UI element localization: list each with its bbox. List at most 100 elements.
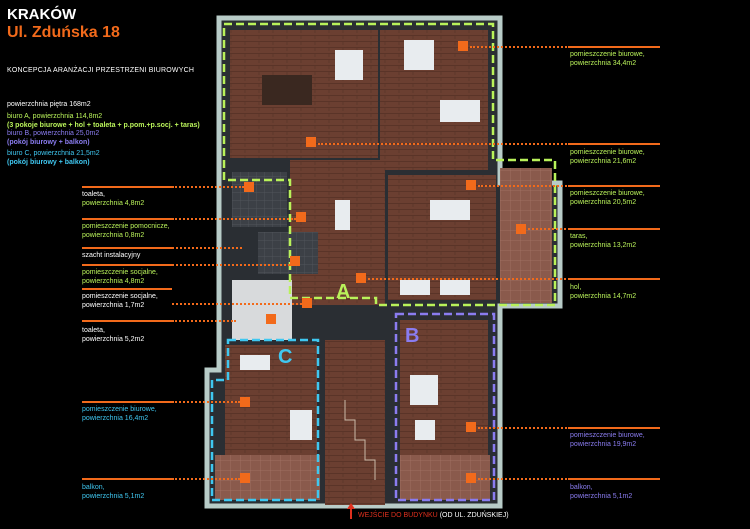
- label-line2: powierzchnia 4,8m2: [82, 199, 145, 207]
- label-line2: powierzchnia 19,9m2: [570, 440, 637, 448]
- label-social-room-1-7: pomieszczenie socjalne, powierzchnia 1,7…: [82, 293, 158, 310]
- office-a-line2: (3 pokoje biurowe + hol + toaleta + p.po…: [7, 121, 200, 129]
- concept-subtitle: KONCEPCJA ARANŻACJI PRZESTRZENI BIUROWYC…: [7, 67, 195, 74]
- label-bar: [82, 218, 172, 220]
- marker: [244, 182, 254, 192]
- marker: [458, 41, 468, 51]
- label-line1: taras,: [570, 233, 588, 240]
- leader-line: [478, 185, 570, 187]
- label-line1: pomieszczenie biurowe,: [570, 149, 645, 156]
- label-office-34-4: pomieszczenie biurowe, powierzchnia 34,4…: [570, 51, 645, 68]
- street-text: (OD UL. ZDUŃSKIEJ): [439, 512, 509, 519]
- leader-line: [470, 46, 570, 48]
- leader-line: [478, 427, 570, 429]
- label-line1: pomieszczenie biurowe,: [570, 190, 645, 197]
- label-office-16-4: pomieszczenie biurowe, powierzchnia 16,4…: [82, 406, 157, 423]
- leader-line: [172, 218, 296, 220]
- address-title: Ul. Zduńska 18: [7, 24, 120, 41]
- office-c-line2: (pokój biurowy + balkon): [7, 158, 90, 166]
- label-bar: [82, 288, 172, 290]
- entrance-arrow-shaft: [350, 507, 352, 519]
- label-line1: pomieszczenie biurowe,: [82, 406, 157, 413]
- label-bar: [82, 478, 172, 480]
- leader-line: [172, 303, 302, 305]
- label-line2: powierzchnia 14,7m2: [570, 292, 637, 300]
- marker: [240, 397, 250, 407]
- label-toilet-4-8: toaleta, powierzchnia 4,8m2: [82, 191, 144, 208]
- label-bar: [570, 427, 660, 429]
- label-line2: powierzchnia 0,8m2: [82, 231, 145, 239]
- leader-line: [172, 478, 240, 480]
- label-line2: powierzchnia 5,2m2: [82, 335, 145, 343]
- marker: [466, 422, 476, 432]
- label-line2: powierzchnia 5,1m2: [82, 492, 145, 500]
- label-line1: toaleta,: [82, 191, 105, 198]
- label-terrace: taras, powierzchnia 13,2m2: [570, 233, 636, 250]
- leader-line: [368, 278, 570, 280]
- label-line1: szacht instalacyjny: [82, 252, 141, 259]
- label-bar: [570, 278, 660, 280]
- office-b-summary: biuro B, powierzchnia 25,0m2 (pokój biur…: [7, 130, 99, 147]
- zone-a-letter: A: [336, 281, 351, 303]
- marker: [266, 314, 276, 324]
- marker: [306, 137, 316, 147]
- marker: [466, 180, 476, 190]
- label-bar: [82, 264, 172, 266]
- entrance-arrow-icon: [347, 503, 355, 509]
- zone-b-letter: B: [405, 325, 420, 347]
- leader-line: [172, 320, 236, 322]
- label-line1: pomieszczenie pomocnicze,: [82, 223, 170, 230]
- leader-line: [172, 186, 244, 188]
- label-installation-shaft: szacht instalacyjny: [82, 252, 140, 261]
- label-line1: pomieszczenie biurowe,: [570, 51, 645, 58]
- label-bar: [82, 320, 172, 322]
- label-bar: [570, 46, 660, 48]
- label-line1: pomieszczenie socjalne,: [82, 269, 158, 276]
- label-line2: powierzchnia 16,4m2: [82, 414, 149, 422]
- label-hall: hol, powierzchnia 14,7m2: [570, 284, 636, 301]
- label-bar: [82, 247, 172, 249]
- leader-line: [172, 401, 240, 403]
- office-b-line2: (pokój biurowy + balkon): [7, 138, 90, 146]
- entrance-label: WEJŚCIE DO BUDYNKU (OD UL. ZDUŃSKIEJ): [358, 512, 509, 519]
- label-office-21-6: pomieszczenie biurowe, powierzchnia 21,6…: [570, 149, 645, 166]
- marker: [356, 273, 366, 283]
- label-line2: powierzchnia 13,2m2: [570, 241, 637, 249]
- label-line1: pomieszczenie socjalne,: [82, 293, 158, 300]
- label-office-19-9: pomieszczenie biurowe, powierzchnia 19,9…: [570, 432, 645, 449]
- leader-line: [478, 478, 570, 480]
- leader-line: [318, 143, 570, 145]
- floor-area-text: powierzchnia piętra 168m2: [7, 101, 91, 108]
- label-bar: [82, 186, 172, 188]
- marker: [302, 298, 312, 308]
- label-line2: powierzchnia 5,1m2: [570, 492, 633, 500]
- entrance-text: WEJŚCIE DO BUDYNKU: [358, 512, 438, 519]
- office-c-line1: biuro C, powierzchnia 21,5m2: [7, 150, 100, 157]
- zone-c-letter: C: [278, 346, 293, 368]
- marker: [296, 212, 306, 222]
- office-a-line1: biuro A, powierzchnia 114,8m2: [7, 113, 103, 120]
- label-line1: balkon,: [570, 484, 593, 491]
- label-bar: [570, 478, 660, 480]
- label-line2: powierzchnia 34,4m2: [570, 59, 637, 67]
- label-social-room-4-8: pomieszczenie socjalne, powierzchnia 4,8…: [82, 269, 158, 286]
- label-bar: [570, 228, 660, 230]
- label-line2: powierzchnia 1,7m2: [82, 301, 145, 309]
- leader-line: [172, 264, 290, 266]
- label-balcony-b: balkon, powierzchnia 5,1m2: [570, 484, 632, 501]
- label-office-20-5: pomieszczenie biurowe, powierzchnia 20,5…: [570, 190, 645, 207]
- label-balcony-c: balkon, powierzchnia 5,1m2: [82, 484, 144, 501]
- label-bar: [82, 401, 172, 403]
- label-toilet-5-2: toaleta, powierzchnia 5,2m2: [82, 327, 144, 344]
- office-c-summary: biuro C, powierzchnia 21,5m2 (pokój biur…: [7, 150, 100, 167]
- label-line1: pomieszczenie biurowe,: [570, 432, 645, 439]
- marker: [516, 224, 526, 234]
- label-line2: powierzchnia 4,8m2: [82, 277, 145, 285]
- label-line2: powierzchnia 20,5m2: [570, 198, 637, 206]
- marker: [466, 473, 476, 483]
- marker: [240, 473, 250, 483]
- label-line1: toaleta,: [82, 327, 105, 334]
- label-line1: balkon,: [82, 484, 105, 491]
- label-line2: powierzchnia 21,6m2: [570, 157, 637, 165]
